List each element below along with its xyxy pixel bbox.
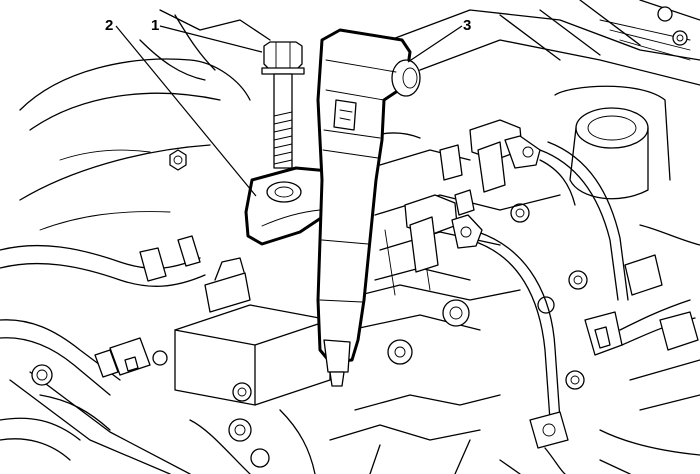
callout-1: 1 — [151, 17, 263, 53]
svg-text:3: 3 — [463, 17, 471, 34]
fuel-injector — [316, 28, 421, 387]
callout-2: 2 — [105, 17, 257, 197]
svg-text:2: 2 — [105, 17, 113, 34]
svg-text:1: 1 — [151, 17, 159, 34]
bolt — [261, 41, 305, 169]
callouts: 1 2 3 — [105, 17, 471, 197]
callout-3: 3 — [407, 17, 471, 63]
